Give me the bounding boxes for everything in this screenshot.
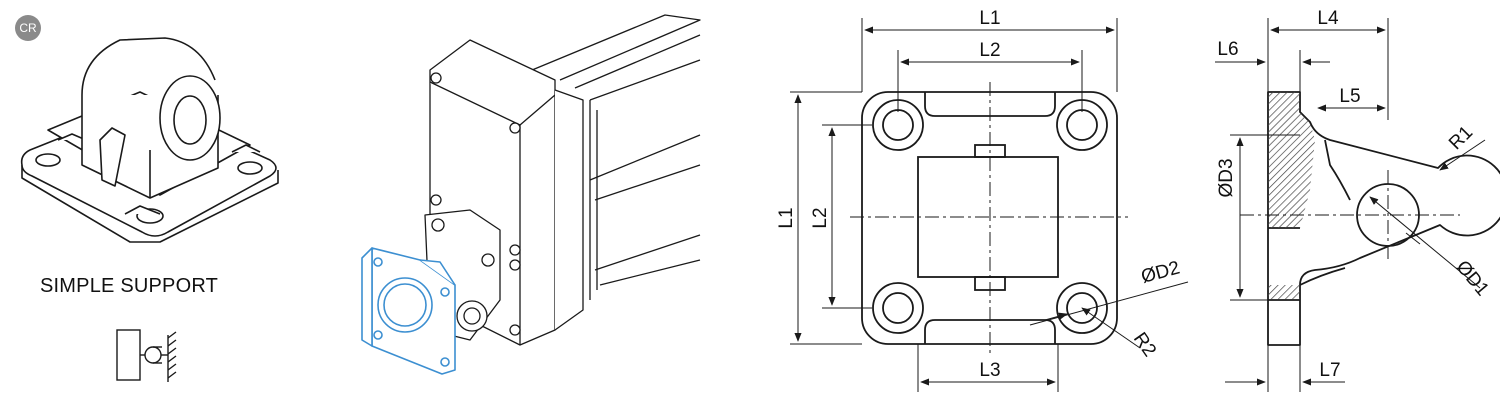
- dim-l1-side: L1: [776, 207, 797, 228]
- dim-l3-bottom: L3: [979, 360, 1000, 381]
- dim-r1: R1: [1445, 122, 1477, 154]
- highlighted-flange-icon: [361, 247, 456, 375]
- caption-simple-support: SIMPLE SUPPORT: [40, 275, 219, 297]
- dim-l2-top: L2: [979, 40, 1000, 61]
- dim-l7: L7: [1319, 360, 1340, 381]
- isometric-support-icon: [20, 37, 279, 243]
- side-view: L4 L6 L5 L7 ØD3 R1 ØD1: [1215, 8, 1500, 392]
- actuator-assembly-icon: [424, 14, 701, 346]
- dim-d1: ØD1: [1452, 257, 1493, 300]
- dim-l1-top: L1: [979, 8, 1000, 29]
- dim-r2: R2: [1129, 329, 1160, 361]
- front-view: L1 L2 L3 L1 L2 ØD2 R2: [776, 8, 1189, 392]
- dim-l2-side: L2: [810, 207, 831, 228]
- dim-l4: L4: [1317, 8, 1339, 29]
- dim-l6: L6: [1217, 39, 1238, 60]
- support-symbol-icon: [116, 329, 177, 382]
- dim-d2: ØD2: [1139, 257, 1182, 287]
- cr-badge: CR: [15, 15, 41, 41]
- dim-l5: L5: [1339, 86, 1360, 107]
- dim-d3: ØD3: [1216, 158, 1237, 197]
